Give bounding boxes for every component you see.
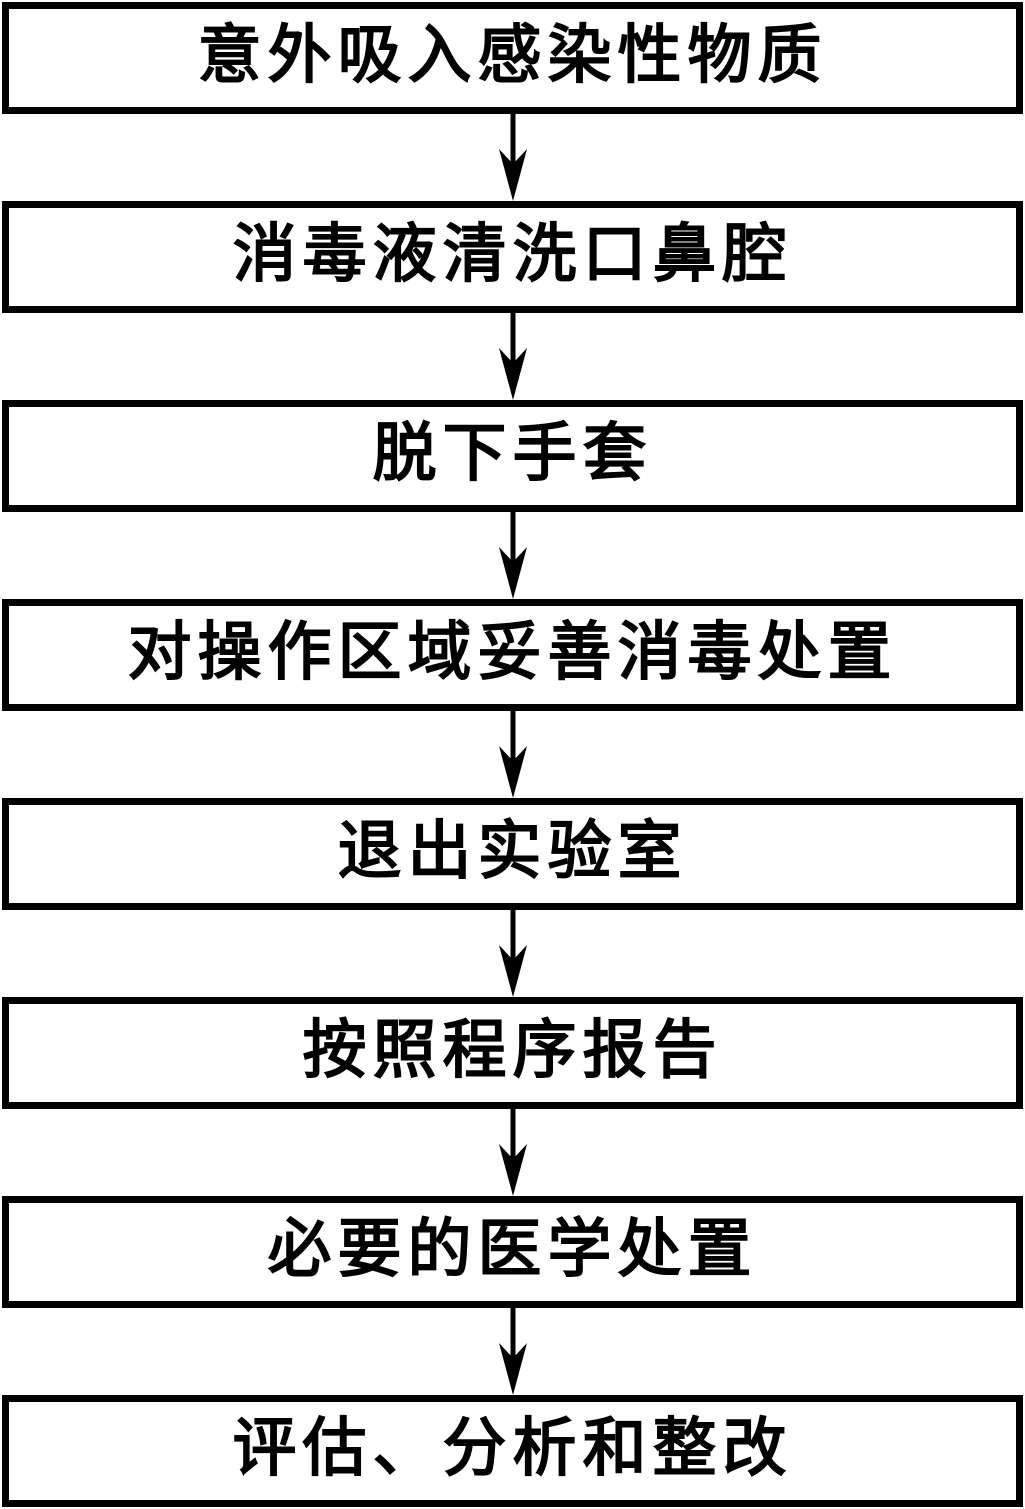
down-arrow-icon <box>498 1109 527 1196</box>
down-arrow-icon <box>498 711 527 798</box>
flow-step-4-label: 对操作区域妥善消毒处置 <box>127 617 898 688</box>
flow-step-8-label: 评估、分析和整改 <box>232 1413 793 1484</box>
flow-step-3-label: 脱下手套 <box>372 418 653 489</box>
flow-step-3: 脱下手套 <box>2 400 1023 512</box>
flow-step-1-label: 意外吸入感染性物质 <box>197 20 828 91</box>
flow-step-7-label: 必要的医学处置 <box>267 1214 758 1285</box>
flow-step-4: 对操作区域妥善消毒处置 <box>2 599 1023 711</box>
down-arrow-icon <box>498 512 527 599</box>
down-arrow-icon <box>498 1308 527 1395</box>
flow-step-5: 退出实验室 <box>2 798 1023 910</box>
flow-step-6: 按照程序报告 <box>2 997 1023 1109</box>
flow-step-2: 消毒液清洗口鼻腔 <box>2 201 1023 313</box>
down-arrow-icon <box>498 910 527 997</box>
down-arrow-icon <box>498 114 527 201</box>
flow-step-1: 意外吸入感染性物质 <box>2 2 1023 114</box>
flow-step-6-label: 按照程序报告 <box>302 1015 723 1086</box>
flow-step-8: 评估、分析和整改 <box>2 1395 1023 1507</box>
flow-step-7: 必要的医学处置 <box>2 1196 1023 1308</box>
down-arrow-icon <box>498 313 527 400</box>
flow-step-5-label: 退出实验室 <box>337 816 688 887</box>
flow-step-2-label: 消毒液清洗口鼻腔 <box>232 219 793 290</box>
